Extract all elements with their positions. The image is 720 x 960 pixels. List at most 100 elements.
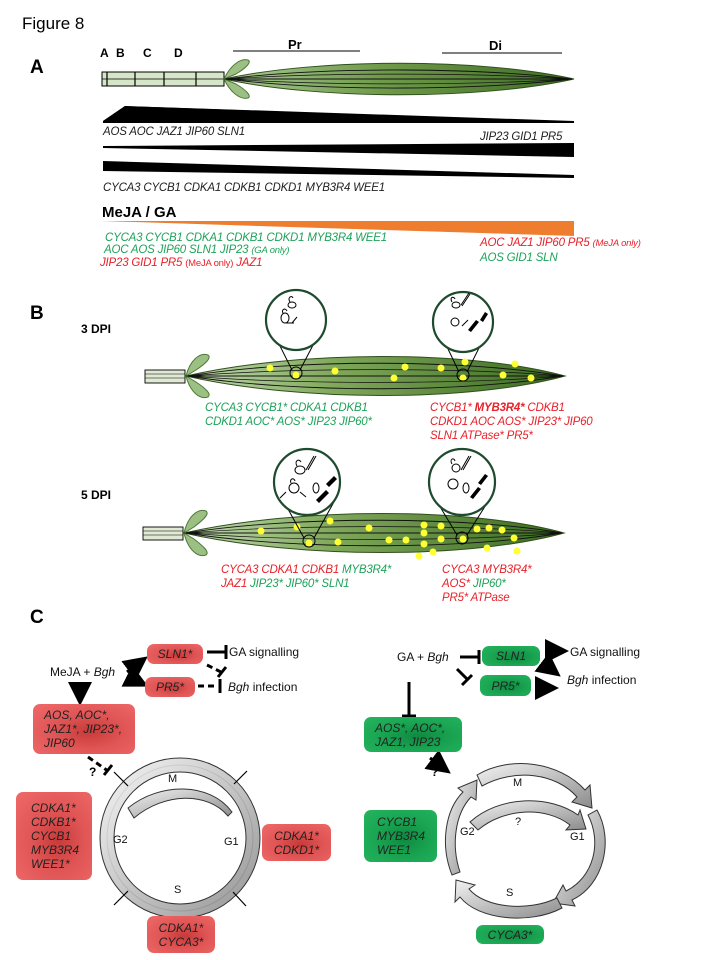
ga-bgh-infection: Bgh infection	[567, 673, 636, 687]
meja-only-note-right: (MeJA only)	[592, 238, 641, 249]
gradient1-left-genes: AOS AOC JAZ1 JIP60 SLN1	[103, 126, 245, 138]
meja-jasmonate-box: AOS, AOC*, JAZ1*, JIP23*, JIP60	[33, 704, 135, 754]
ga-only-note: (GA only)	[251, 245, 290, 256]
zone-label-d: D	[174, 46, 183, 60]
g1-gene-2: CDKD1*	[273, 842, 320, 857]
gradient2-genes: CYCA3 CYCB1 CDKA1 CDKB1 CDKD1 MYB3R4 WEE…	[103, 182, 385, 194]
g2-gene-4: MYB3R4	[31, 843, 80, 857]
ga-sln1-label: SLN1	[495, 649, 527, 663]
panel-label-a: A	[30, 57, 44, 78]
s-gene-1: CDKA1*	[158, 920, 204, 935]
meja-pathway-arrows	[68, 645, 228, 776]
ga-sln1-box: SLN1	[482, 646, 540, 666]
ga-phase-g2: G2	[460, 826, 475, 838]
dpi3-distal-bold-gene: MYB3R4*	[474, 402, 525, 414]
dpi5-proximal-red-genes-2: JAZ1	[221, 578, 248, 590]
meja-phase-m: M	[168, 773, 178, 785]
treatment-left-line1: CYCA3 CYCB1 CDKA1 CDKB1 CDKD1 MYB3R4 WEE…	[105, 232, 387, 244]
treatment-left-line2: AOC AOS JIP60 SLN1 JIP23 (GA only)	[104, 243, 290, 258]
dpi5-distal-green-gene: JIP60*	[472, 578, 506, 590]
g1-gene-1: CDKA1*	[274, 828, 319, 843]
region-label-proximal: Pr	[288, 37, 302, 52]
leaf-3dpi	[144, 288, 567, 399]
meja-bgh-label: Bgh	[228, 680, 250, 694]
dpi3-proximal-line2: CDKD1 AOC* AOS* JIP23 JIP60*	[205, 416, 372, 428]
ga-pr5-box: PR5*	[480, 675, 531, 696]
treatment-left-line3-end: JAZ1	[236, 257, 263, 269]
meja-only-note: (MeJA only)	[185, 258, 234, 269]
dpi5-distal-line3: PR5* ATPase	[442, 592, 510, 604]
meja-trigger-bgh: Bgh	[93, 665, 116, 679]
ga-g2-gene-3: WEE1	[377, 843, 412, 857]
ga-jasmonate-line-2: JAZ1, JIP23	[375, 734, 441, 749]
meja-trigger: MeJA + Bgh	[50, 665, 115, 679]
meja-question-mark: ?	[89, 765, 97, 779]
zone-label-c: C	[143, 46, 152, 60]
g2-gene-1: CDKA1*	[31, 801, 76, 815]
treatment-gradient-bar	[102, 221, 574, 236]
ga-g2-gene-1: CYCB1	[377, 815, 418, 829]
dpi5-distal-red-gene: AOS*	[442, 578, 470, 590]
meja-pr5-box: PR5*	[145, 677, 195, 697]
ga-cell-cycle	[445, 763, 606, 919]
ga-phase-s: S	[506, 887, 514, 899]
jasmonate-line-1: AOS, AOC*,	[44, 708, 110, 722]
meja-phase-g1: G1	[224, 836, 239, 848]
ga-g2-box: CYCB1 MYB3R4 WEE1	[364, 810, 437, 862]
ga-phase-g1: G1	[570, 831, 585, 843]
dpi5-proximal-red-genes: CYCA3 CDKA1 CDKB1	[221, 564, 340, 576]
meja-sln1-label: SLN1*	[157, 647, 193, 661]
figure-title: Figure 8	[22, 14, 85, 33]
zone-label-b: B	[116, 46, 125, 60]
meja-infection-label: infection	[249, 680, 298, 694]
meja-s-box: CDKA1* CYCA3*	[147, 916, 215, 953]
dpi5-proximal-green-genes: MYB3R4*	[342, 564, 392, 576]
meja-sln1-box: SLN1*	[147, 644, 203, 664]
dpi5-label: 5 DPI	[81, 488, 112, 502]
ga-question-mark: ?	[431, 765, 439, 779]
treatment-right-line1-genes: AOC JAZ1 JIP60 PR5	[480, 237, 590, 249]
treatment-left-line3-genes: JIP23 GID1 PR5	[100, 257, 183, 269]
meja-trigger-text: MeJA +	[50, 665, 94, 679]
ga-jasmonate-box: AOS*, AOC*, JAZ1, JIP23	[364, 717, 462, 752]
ga-inner-question: ?	[515, 816, 522, 828]
dpi3-proximal-line1: CYCA3 CYCB1* CDKA1 CDKB1	[205, 402, 368, 414]
ga-jasmonate-line-1: AOS*, AOC*,	[375, 720, 446, 735]
meja-phase-s: S	[174, 884, 182, 896]
dpi3-distal-gene: CYCB1*	[430, 402, 472, 414]
meja-pr5-label: PR5*	[155, 680, 184, 694]
ga-g2-gene-2: MYB3R4	[377, 829, 426, 843]
meja-phase-g2: G2	[113, 834, 128, 846]
ga-s-box: CYCA3*	[476, 925, 544, 944]
treatment-left-line3: JIP23 GID1 PR5 (MeJA only) JAZ1	[100, 256, 262, 271]
dpi5-proximal-green-genes-2: JIP23* JIP60* SLN1	[250, 578, 350, 590]
s-gene-2: CYCA3*	[158, 934, 204, 949]
meja-g1-box: CDKA1* CDKD1*	[262, 824, 331, 861]
g2-gene-3: CYCB1	[31, 829, 72, 843]
treatment-left-line2-genes: AOC AOS JIP60 SLN1 JIP23	[104, 244, 249, 256]
gradient1-right-genes: JIP23 GID1 PR5	[480, 131, 563, 143]
dpi5-distal-line2: AOS* JIP60*	[442, 577, 506, 591]
ga-trigger-text: GA +	[397, 650, 428, 664]
meja-ga-signalling: GA signalling	[229, 645, 300, 659]
ga-phase-m: M	[513, 777, 523, 789]
ga-ga-signalling: GA signalling	[570, 645, 641, 659]
dpi3-distal-line1: CYCB1* MYB3R4* CDKB1	[430, 401, 565, 415]
panel-label-b: B	[30, 303, 44, 324]
gradient-wedge-increasing-right	[103, 143, 574, 157]
g2-gene-2: CDKB1*	[31, 815, 76, 829]
dpi3-distal-line2: CDKD1 AOC AOS* JIP23* JIP60	[430, 416, 593, 428]
jasmonate-line-3: JIP60	[44, 736, 75, 750]
ga-pr5-label: PR5*	[491, 678, 520, 693]
leaf-5dpi	[142, 447, 566, 560]
treatment-title: MeJA / GA	[102, 204, 177, 221]
ga-trigger: GA + Bgh	[397, 650, 449, 664]
leaf-a	[101, 59, 575, 99]
ga-infection-label: infection	[588, 673, 637, 687]
ga-bgh-label: Bgh	[567, 673, 589, 687]
region-label-distal: Di	[489, 38, 502, 53]
dpi5-distal-line1: CYCA3 MYB3R4*	[442, 564, 532, 576]
dpi3-label: 3 DPI	[81, 322, 112, 336]
treatment-right-line2: AOS GID1 SLN	[480, 252, 558, 264]
